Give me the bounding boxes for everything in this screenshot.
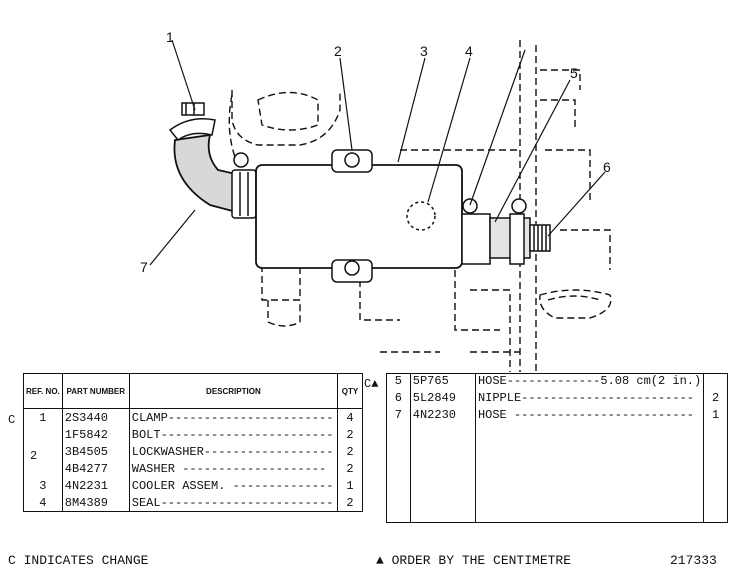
qty-cell: 1 [703, 408, 728, 426]
description-cell: NIPPLE------------------------ [474, 391, 704, 409]
qty-cell: 1 [337, 477, 363, 494]
change-note: C INDICATES CHANGE [8, 553, 149, 568]
nipple-fitting-graphic [461, 198, 551, 265]
ref-cell [23, 443, 63, 460]
table-row: 3B4505 LOCKWASHER------------------ 2 [23, 443, 363, 460]
description-cell: BOLT------------------------ [128, 426, 339, 443]
header-qty: QTY [337, 373, 363, 409]
part-number-cell: 4B4277 [61, 460, 130, 477]
qty-cell: 2 [337, 426, 363, 443]
description-cell: COOLER ASSEM. -------------- [128, 477, 339, 494]
callout-3: 3 [420, 43, 428, 59]
callout-2: 2 [334, 43, 342, 59]
parts-diagram: 1 2 3 4 5 6 7 [140, 29, 612, 372]
change-marker-left: C [8, 413, 16, 427]
part-number-cell: 3B4505 [61, 443, 130, 460]
qty-cell: 4 [337, 408, 363, 426]
table-row: 5 5P765 HOSE-------------5.08 cm(2 in.) [387, 373, 728, 392]
callout-4: 4 [465, 43, 473, 59]
qty-cell [703, 373, 728, 392]
part-number-cell: 8M4389 [61, 494, 130, 512]
callout-6: 6 [603, 159, 611, 175]
table-row: 4B4277 WASHER -------------------- 2 [23, 460, 363, 477]
qty-cell: 2 [337, 443, 363, 460]
table-header-row: REF. NO. PART NUMBER DESCRIPTION QTY [23, 373, 363, 409]
qty-cell: 2 [337, 494, 363, 512]
table-row: 3 4N2231 COOLER ASSEM. -------------- 1 [23, 477, 363, 494]
header-ref-no: REF. NO. [23, 373, 63, 409]
description-cell: LOCKWASHER------------------ [128, 443, 339, 460]
parts-table-right: 5 5P765 HOSE-------------5.08 cm(2 in.) … [386, 373, 728, 523]
ref-cell: 7 [394, 408, 402, 423]
table-row: 1F5842 BOLT------------------------ 2 [23, 426, 363, 443]
part-number-cell: 1F5842 [61, 426, 130, 443]
part-number-cell: 4N2230 [409, 408, 476, 426]
cooler-body-graphic [233, 149, 463, 283]
drawing-code: 217333 [670, 553, 717, 568]
qty-cell: 2 [703, 391, 728, 409]
table-row: 7 4N2230 HOSE ------------------------- … [387, 408, 728, 426]
ref-cell: 1 [23, 408, 63, 426]
ref-cell [23, 426, 63, 443]
description-cell: WASHER -------------------- [128, 460, 339, 477]
part-number-cell: 5L2849 [409, 391, 476, 409]
qty-cell: 2 [337, 460, 363, 477]
description-cell: HOSE ------------------------- [474, 408, 704, 426]
description-cell: SEAL------------------------ [128, 494, 339, 512]
callout-5: 5 [570, 65, 578, 81]
description-cell: CLAMP----------------------- [128, 408, 339, 426]
ref-cell: 3 [23, 477, 63, 494]
table-row: 4 8M4389 SEAL------------------------ 2 [23, 494, 363, 512]
ref-cell: 6 [394, 391, 402, 406]
callout-1: 1 [166, 29, 174, 45]
ref-cell: 4 [23, 494, 63, 512]
hose-7-graphic [173, 133, 257, 219]
header-part-number: PART NUMBER [61, 373, 130, 409]
clamp-1-graphic [168, 102, 216, 142]
ref-cell [23, 460, 63, 477]
table-row: 6 5L2849 NIPPLE------------------------ … [387, 391, 728, 409]
description-cell: HOSE-------------5.08 cm(2 in.) [474, 373, 704, 392]
order-note: ▲ ORDER BY THE CENTIMETRE [376, 553, 572, 568]
header-description: DESCRIPTION [128, 373, 339, 409]
part-number-cell: 2S3440 [61, 408, 130, 426]
part-number-cell: 5P765 [409, 373, 476, 392]
callout-7: 7 [140, 259, 148, 275]
change-order-marker-right: C▲ [364, 377, 379, 391]
parts-table-left: REF. NO. PART NUMBER DESCRIPTION QTY 1 2… [23, 373, 363, 512]
leader-lines [149, 39, 606, 266]
table-row: 1 2S3440 CLAMP----------------------- 4 [23, 408, 363, 426]
table-filler-row [387, 425, 728, 523]
part-number-cell: 4N2231 [61, 477, 130, 494]
ref-cell: 5 [394, 374, 402, 388]
